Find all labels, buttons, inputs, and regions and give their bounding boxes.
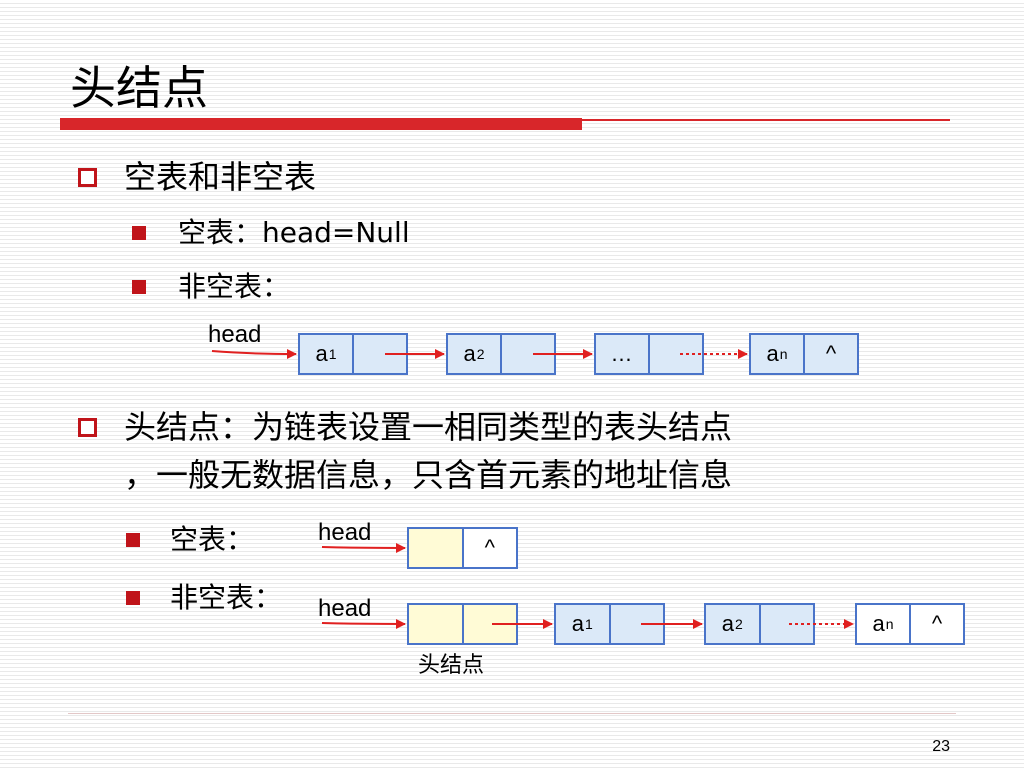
head-node: ^ — [407, 527, 518, 569]
solid-square-bullet-icon — [132, 226, 146, 240]
diagram1-arrows — [211, 348, 748, 359]
node-next-cell — [500, 335, 554, 373]
head-node-next-cell — [461, 605, 517, 643]
bullet-head-node-definition-line2: ，一般无数据信息，只含首元素的地址信息 — [124, 456, 733, 494]
page-number: 23 — [932, 738, 950, 755]
hollow-square-bullet-icon — [78, 418, 97, 437]
solid-square-bullet-icon — [132, 280, 146, 294]
sub-bullet-nonempty-list: 非空表： — [178, 270, 291, 303]
node-next-cell: ^ — [803, 335, 857, 373]
head-pointer-label: head — [318, 595, 372, 622]
head-node-next-cell: ^ — [461, 529, 516, 567]
title-underline-rule — [582, 119, 950, 121]
node-next-cell: ^ — [909, 605, 963, 643]
diagram2-arrows — [321, 542, 406, 553]
solid-square-bullet-icon — [126, 591, 140, 605]
head-node-caption: 头结点 — [418, 653, 485, 678]
bullet-empty-and-nonempty: 空表和非空表 — [124, 158, 317, 196]
bullet-head-node-definition-line1: 头结点：为链表设置一相同类型的表头结点 — [124, 408, 733, 446]
node-next-cell — [352, 335, 406, 373]
head-pointer-label: head — [318, 519, 372, 546]
list-node: … — [594, 333, 704, 375]
node-next-cell — [648, 335, 702, 373]
page-title: 头结点 — [70, 61, 208, 115]
arrow-head-to-a1 — [211, 348, 297, 359]
sub-bullet-nonempty-list-with-head: 非空表： — [170, 581, 283, 614]
node-next-cell — [608, 605, 664, 643]
node-next-cell — [758, 605, 814, 643]
head-pointer-label: head — [208, 321, 262, 348]
diagram3-arrows — [321, 618, 854, 629]
footer-divider — [68, 713, 956, 714]
arrow-head-to-head-node — [321, 618, 406, 629]
solid-square-bullet-icon — [126, 533, 140, 547]
node-data-cell: … — [610, 341, 633, 366]
sub-bullet-empty-list: 空表：head=Null — [178, 216, 410, 249]
title-underline-bar — [60, 118, 582, 130]
sub-bullet-empty-list-with-head: 空表： — [170, 523, 255, 556]
arrow-head-to-head-node — [321, 542, 406, 553]
hollow-square-bullet-icon — [78, 168, 97, 187]
